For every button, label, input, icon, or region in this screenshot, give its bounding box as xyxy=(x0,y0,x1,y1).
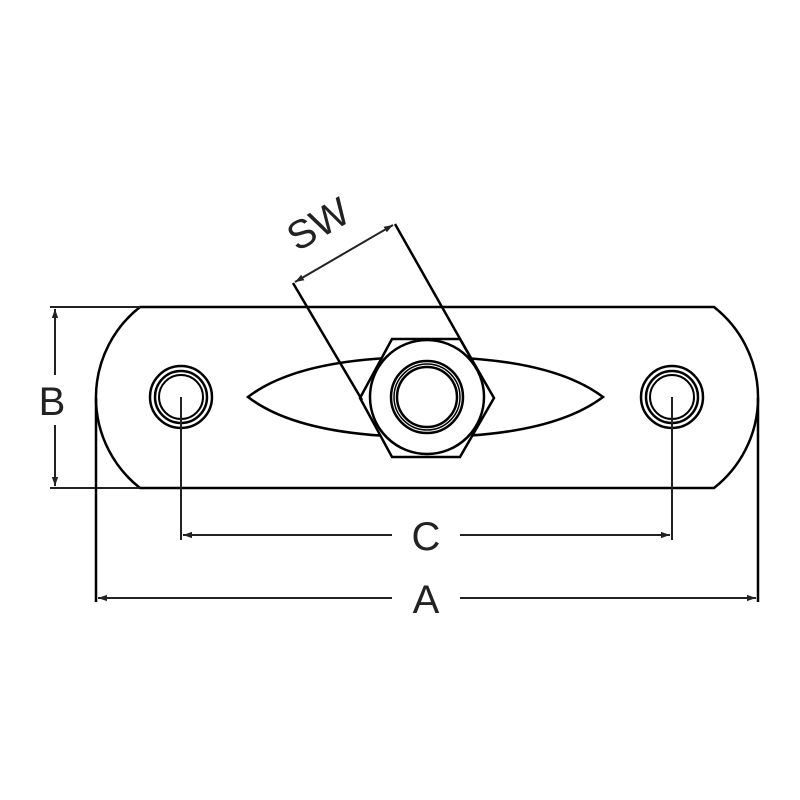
label-sw: SW xyxy=(280,189,358,259)
plate-outline xyxy=(94,305,760,490)
sw-extension-right xyxy=(393,223,474,361)
sw-extension-left xyxy=(291,282,364,401)
label-b: B xyxy=(39,380,66,424)
sw-dimension-line xyxy=(294,224,394,283)
hex-nut xyxy=(358,337,496,459)
label-c: C xyxy=(412,515,441,559)
label-a: A xyxy=(413,578,440,622)
